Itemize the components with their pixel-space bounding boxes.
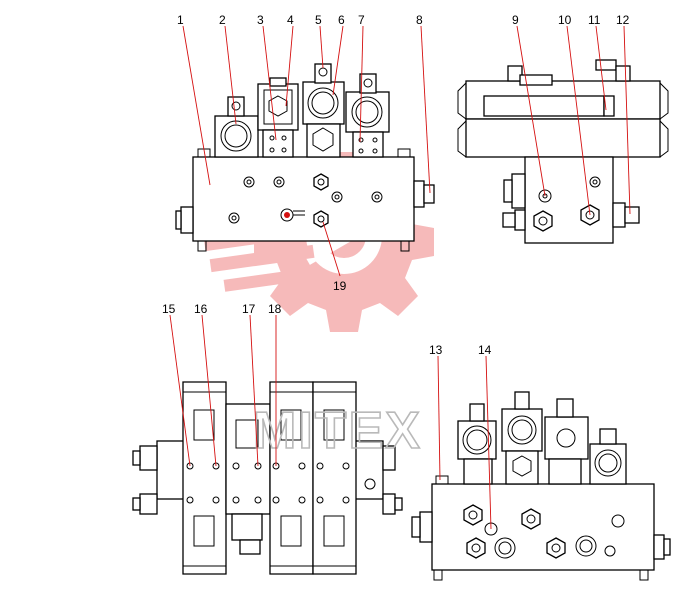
part-label-17: 17: [242, 302, 256, 316]
leader-dot: [284, 212, 290, 218]
part-label-6: 6: [338, 13, 345, 27]
view-rear-bottom-right: [411, 391, 671, 581]
part-label-8: 8: [416, 13, 423, 27]
part-label-12: 12: [616, 13, 630, 27]
leader-lines: [169, 25, 631, 530]
watermark-text: MITEX: [253, 402, 422, 460]
part-label-15: 15: [162, 302, 176, 316]
part-label-2: 2: [219, 13, 226, 27]
part-label-9: 9: [512, 13, 519, 27]
part-label-13: 13: [429, 343, 443, 357]
part-label-7: 7: [358, 13, 365, 27]
part-label-19: 19: [333, 279, 347, 293]
part-label-11: 11: [588, 13, 601, 27]
part-label-5: 5: [315, 13, 322, 27]
part-label-16: 16: [194, 302, 208, 316]
part-label-4: 4: [287, 13, 294, 27]
part-labels: 1 2 3 4 5 6 7 8 9 10 11 12 13 14 15 16 1…: [162, 13, 630, 357]
part-label-1: 1: [177, 13, 184, 27]
view-side-top-right: [457, 59, 669, 244]
part-label-18: 18: [268, 302, 282, 316]
part-label-10: 10: [558, 13, 572, 27]
view-plan-bottom-left: [132, 381, 403, 575]
part-label-3: 3: [257, 13, 264, 27]
view-front-top-left: [175, 63, 435, 252]
part-label-14: 14: [478, 343, 492, 357]
